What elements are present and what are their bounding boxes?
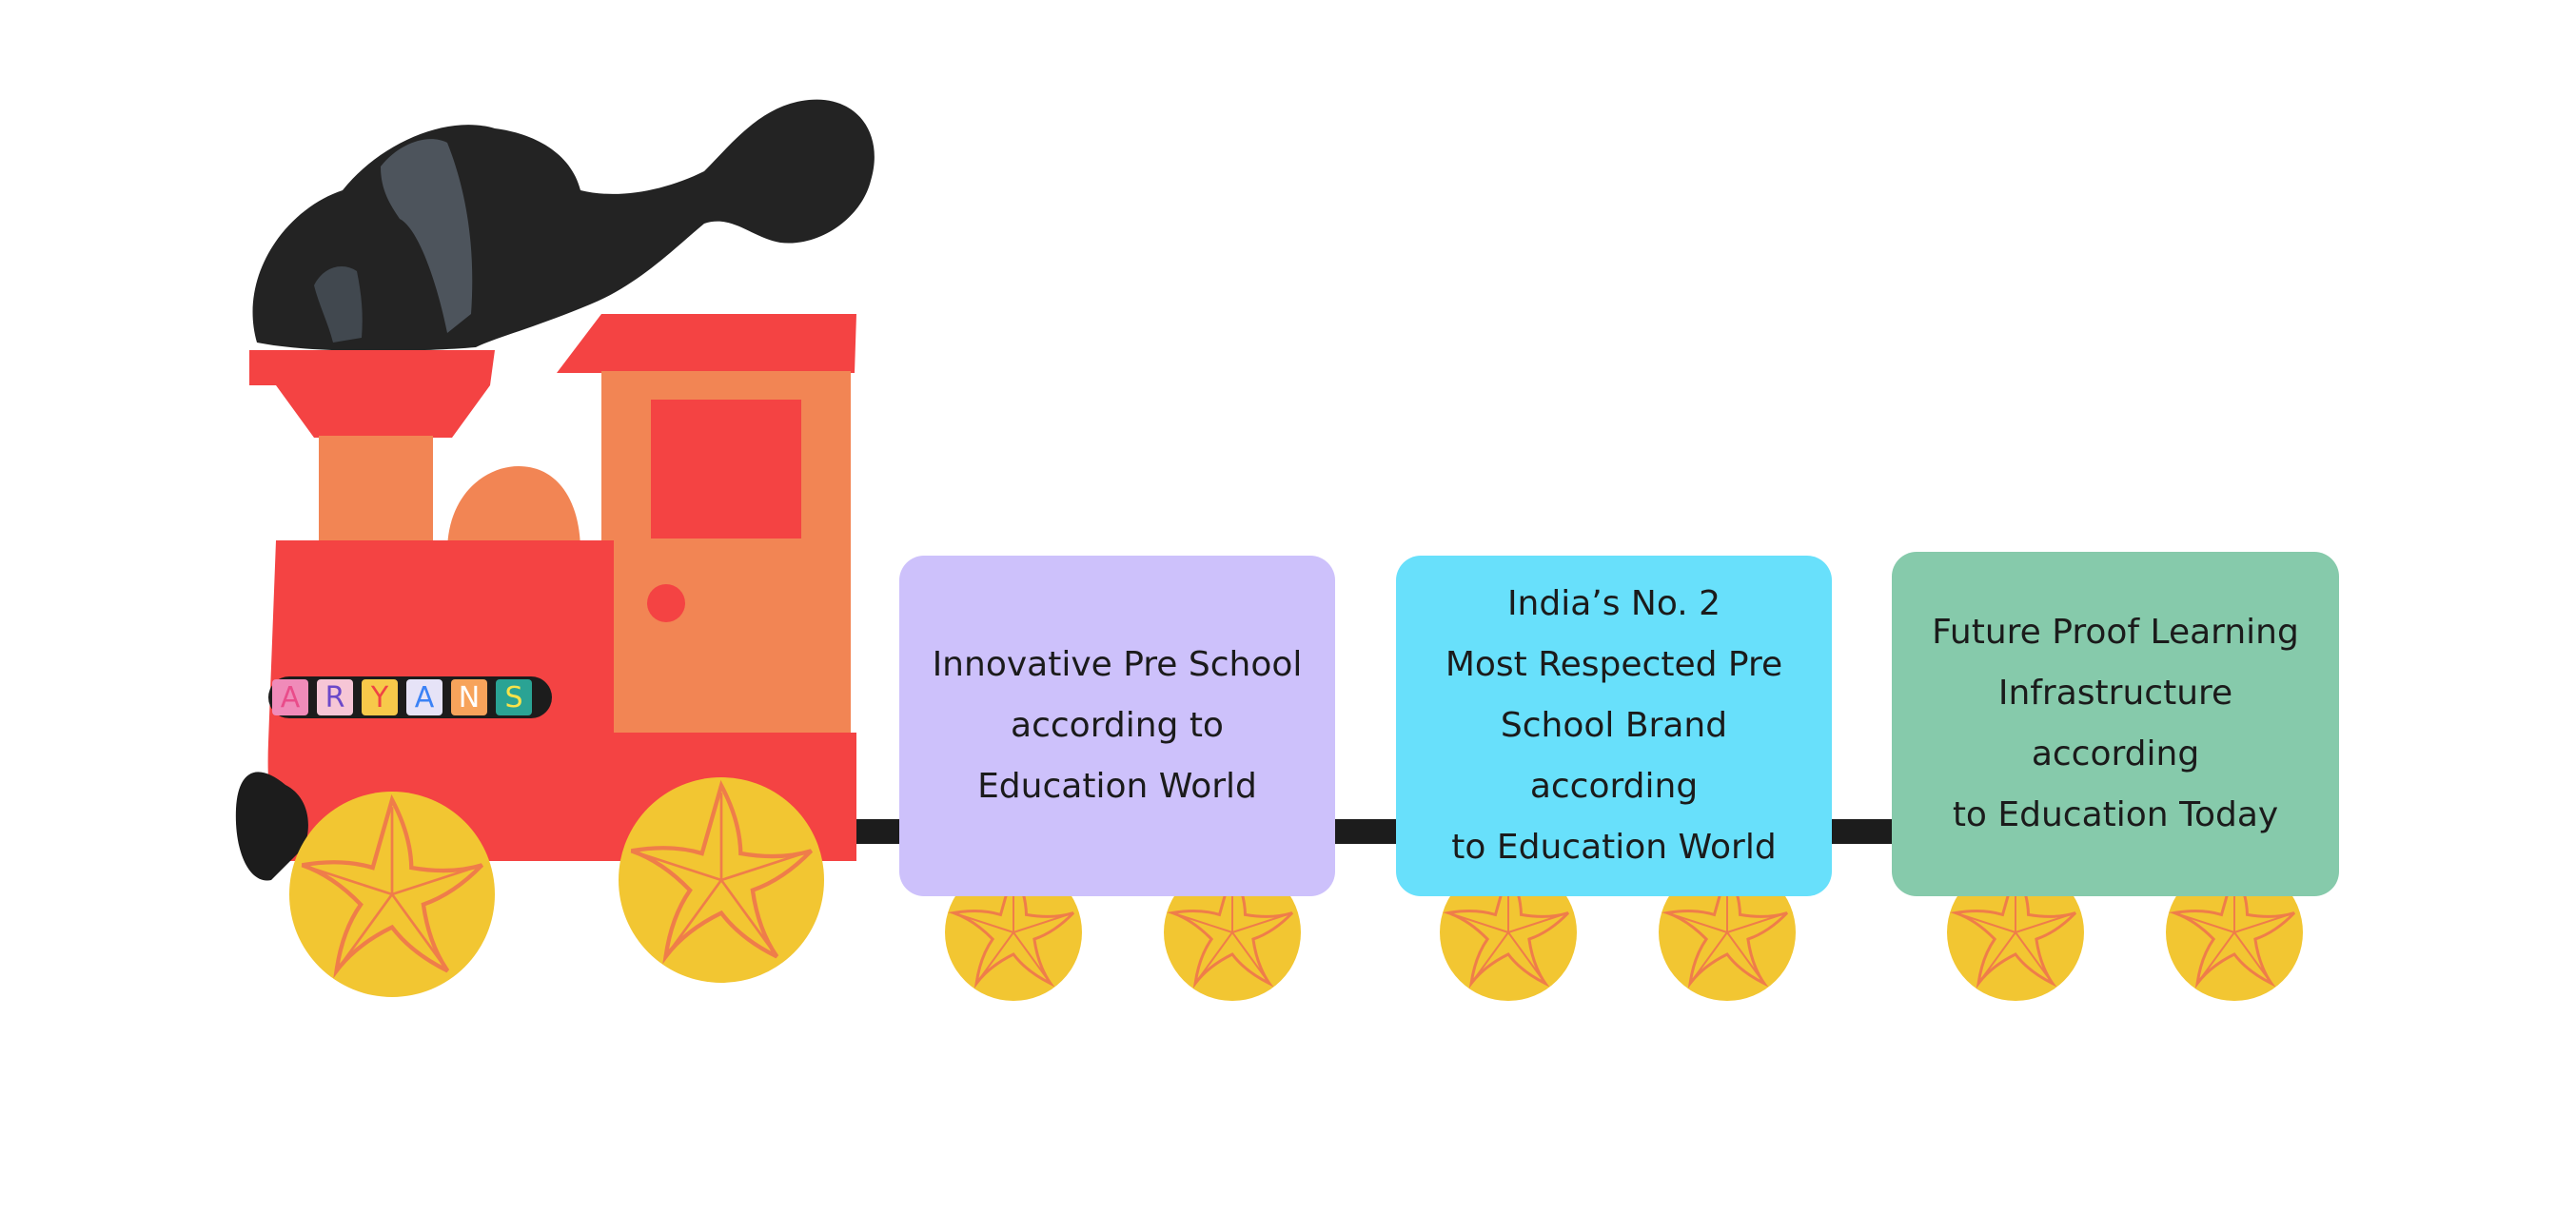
wagon-1: Innovative Pre School according to Educa…	[899, 556, 1335, 896]
wagon-2-line-3: School Brand according	[1500, 706, 1728, 806]
chimney-stack	[319, 436, 433, 550]
wagon-1-text: Innovative Pre School according to Educa…	[933, 635, 1303, 817]
wagon-2-line-2: Most Respected Pre	[1445, 645, 1783, 684]
wheel-spoke	[2015, 931, 2051, 981]
wheel-spoke	[1959, 913, 2016, 933]
wheel-spoke	[1507, 931, 1544, 981]
wagon-1-line-1: Innovative Pre School	[932, 645, 1303, 684]
brand-letter: Y	[362, 679, 398, 715]
wheel-spoke	[1726, 931, 1762, 981]
wagon-2: India’s No. 2 Most Respected Pre School …	[1396, 556, 1832, 896]
wheel-star-pattern	[301, 793, 484, 979]
cab-roof	[557, 314, 856, 373]
door-knob	[647, 584, 685, 622]
wagon-2-text: India’s No. 2 Most Respected Pre School …	[1425, 574, 1803, 878]
brand-letter: S	[496, 679, 532, 715]
engine-wheel-rear	[619, 777, 824, 983]
wheel-spoke	[1013, 931, 1049, 981]
wheel-spoke	[1231, 931, 1268, 981]
coupler-2	[1829, 819, 1896, 844]
wheel-spoke	[2233, 913, 2291, 933]
wagon-1-line-3: Education World	[977, 767, 1257, 806]
brand-letter: R	[317, 679, 353, 715]
wheel-spoke	[2233, 931, 2270, 981]
wheel-spoke	[1176, 913, 1233, 933]
wheel-star-pattern	[1662, 865, 1789, 989]
wheel-spoke	[1980, 931, 2016, 981]
wheel-spoke	[1671, 913, 1728, 933]
coupler-1	[1332, 819, 1399, 844]
wagon-wheel-5	[1947, 864, 2084, 1001]
wheel-spoke	[1013, 913, 1070, 933]
brand-letter: N	[451, 679, 487, 715]
wheel-spoke	[2178, 913, 2235, 933]
wagon-wheel-2	[1164, 864, 1301, 1001]
wagon-3-line-1: Future Proof Learning	[1932, 613, 2299, 652]
wheel-spoke	[1231, 913, 1288, 933]
wheel-spoke	[308, 866, 393, 896]
wheel-star-pattern	[630, 779, 814, 965]
wagon-3-text: Future Proof Learning Infrastructure acc…	[1920, 602, 2311, 846]
cab-window	[651, 400, 801, 538]
wheel-spoke	[720, 852, 805, 882]
wagon-3-line-2: Infrastructure according	[1997, 674, 2233, 773]
wheel-spoke	[2015, 913, 2072, 933]
brand-letter: A	[272, 679, 308, 715]
chimney-top	[249, 350, 495, 438]
front-buffer	[235, 772, 308, 881]
wheel-spoke	[1507, 913, 1564, 933]
wheel-star-pattern	[1950, 865, 2077, 989]
wheel-spoke	[1692, 931, 1728, 981]
wheel-star-pattern	[2169, 865, 2296, 989]
wagon-1-line-2: according to	[1011, 706, 1224, 745]
wheel-star-pattern	[1443, 865, 1570, 989]
wheel-star-pattern	[1167, 865, 1294, 989]
engine-wheel-front	[289, 792, 495, 997]
wheel-spoke	[339, 893, 394, 967]
wagon-2-line-1: India’s No. 2	[1506, 584, 1721, 623]
wagon-wheel-4	[1659, 864, 1796, 1001]
wheel-spoke	[668, 879, 723, 952]
wheel-star-pattern	[948, 865, 1075, 989]
wheel-spoke	[638, 852, 722, 882]
wagon-3-line-3: to Education Today	[1952, 795, 2279, 834]
wheel-spoke	[390, 893, 445, 967]
wheel-spoke	[1452, 913, 1509, 933]
wagon-wheel-3	[1440, 864, 1577, 1001]
wheel-spoke	[391, 866, 476, 896]
wheel-spoke	[978, 931, 1014, 981]
wheel-spoke	[1726, 913, 1783, 933]
smoke-highlight-2	[314, 266, 363, 343]
wheel-spoke	[1473, 931, 1509, 981]
wheel-spoke	[957, 913, 1014, 933]
wheel-spoke	[1197, 931, 1233, 981]
wheel-spoke	[719, 879, 775, 952]
smoke-highlight	[381, 139, 473, 333]
steam-dome	[447, 466, 580, 552]
brand-letter: A	[406, 679, 442, 715]
wagon-2-line-4: to Education World	[1451, 828, 1777, 867]
wagon-3: Future Proof Learning Infrastructure acc…	[1892, 552, 2339, 896]
wheel-spoke	[2199, 931, 2235, 981]
